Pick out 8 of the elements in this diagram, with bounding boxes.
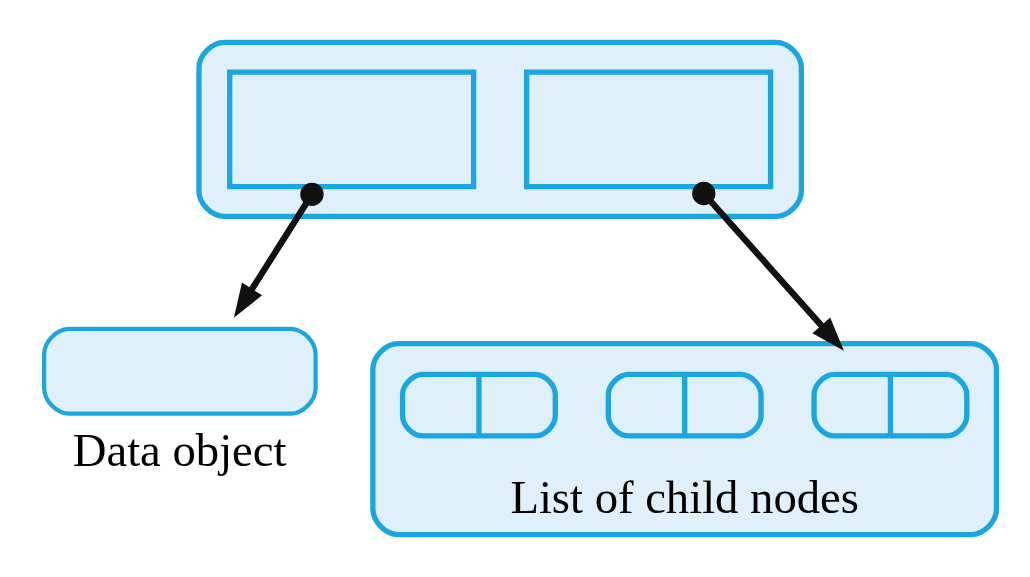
node-box <box>524 69 774 190</box>
node-label: Data object <box>72 423 287 476</box>
cluster <box>370 341 1000 538</box>
node-label: List of child nodes <box>510 470 859 523</box>
node-box <box>227 69 477 190</box>
arrow <box>233 182 324 318</box>
arrow <box>692 181 844 351</box>
cluster <box>196 39 804 220</box>
